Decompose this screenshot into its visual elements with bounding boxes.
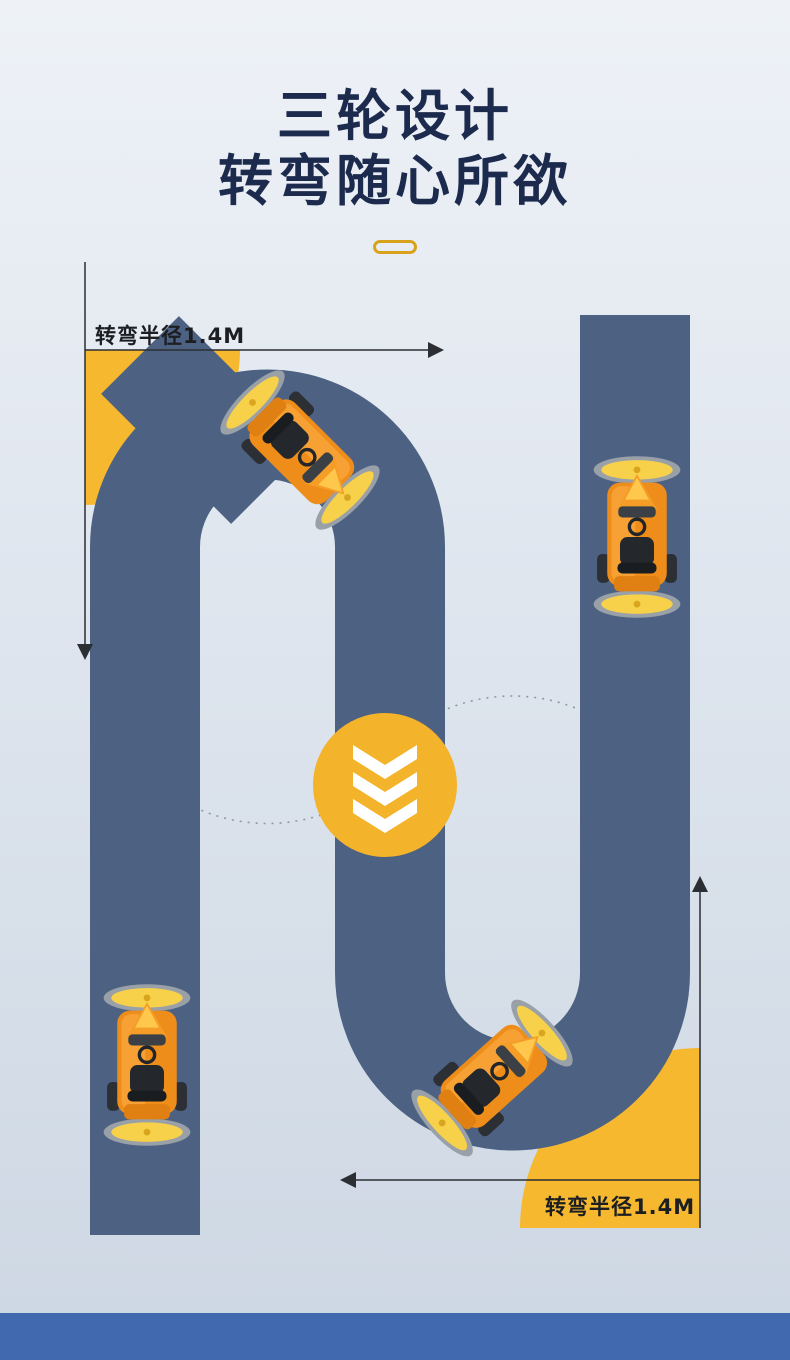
turn-radius-label-top: 转弯半径1.4M [95, 324, 246, 348]
page-title-line2: 转弯随心所欲 [217, 148, 572, 213]
page-title-line1: 三轮设计 [276, 84, 513, 148]
road-entry-stub [101, 316, 309, 524]
title-divider-capsule [373, 240, 417, 254]
arrow-down-icon [77, 644, 93, 660]
arrow-right-icon [428, 342, 444, 358]
arrow-up-icon [692, 876, 708, 892]
page-title: 三轮设计 转弯随心所欲 [0, 84, 790, 214]
arrow-left-icon [340, 1172, 356, 1188]
footer-bar [0, 1313, 790, 1360]
turn-radius-label-bottom: 转弯半径1.4M [545, 1195, 696, 1219]
chevron-circle-badge [313, 713, 457, 857]
corner-radius-quarter-bottom-right [520, 1048, 700, 1228]
chevron-down-icon [353, 745, 417, 833]
